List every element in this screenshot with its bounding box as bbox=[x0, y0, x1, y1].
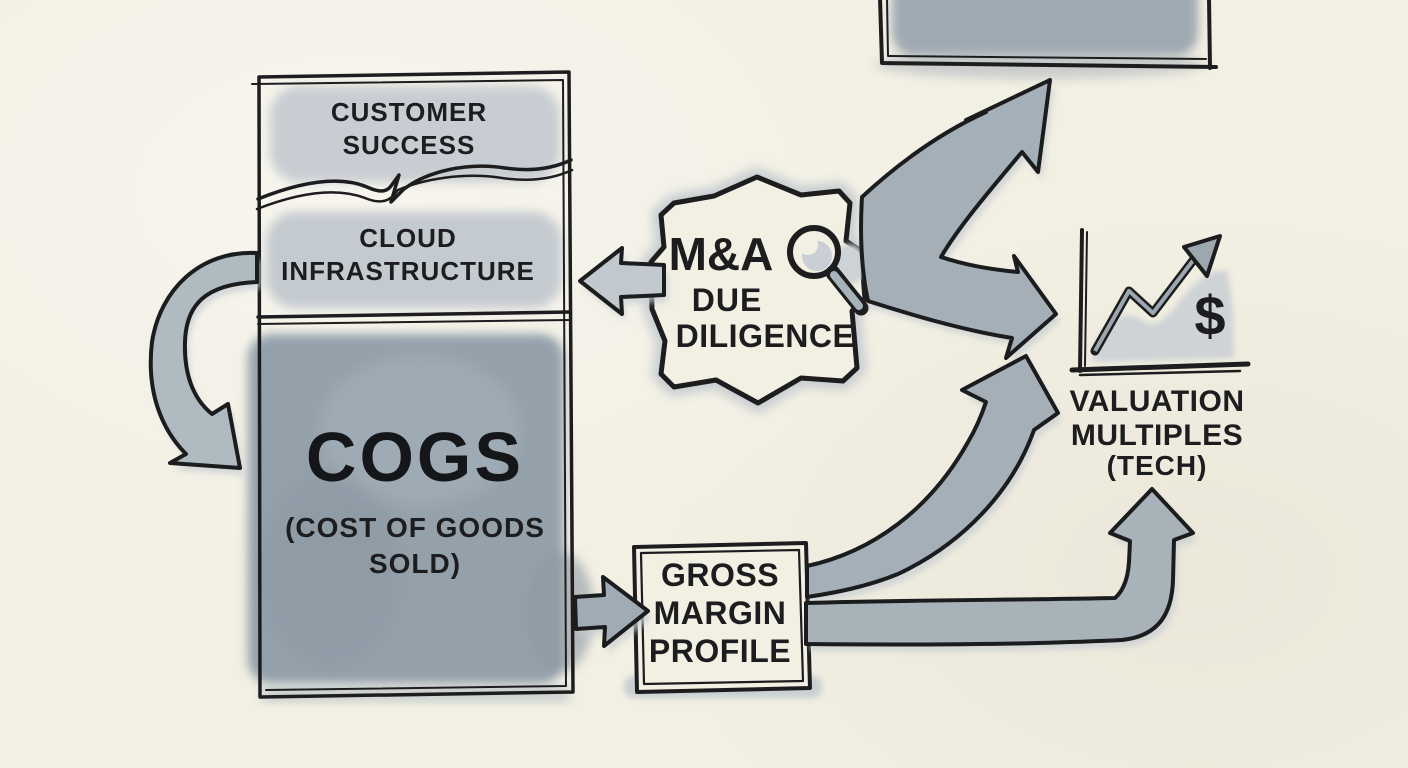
chart-x-axis bbox=[1069, 361, 1251, 373]
trend-line bbox=[1093, 248, 1203, 352]
gross-margin-outline-sketch bbox=[639, 548, 805, 686]
gross-margin-box bbox=[624, 541, 822, 698]
arrow-cloud-to-cogs bbox=[148, 250, 259, 470]
straight-divider-sketch bbox=[257, 319, 571, 325]
valuation-tech-sublabel: (TECH) bbox=[1106, 450, 1208, 481]
ma-badge-line1: DUE bbox=[691, 282, 763, 318]
chart-y-axis bbox=[1078, 228, 1084, 373]
wavy-divider bbox=[256, 158, 573, 204]
cloud-infrastructure-fill bbox=[266, 212, 562, 308]
cogs-title: COGS bbox=[305, 418, 525, 496]
straight-divider bbox=[256, 310, 572, 319]
magnifier-lens-glint bbox=[798, 235, 818, 255]
gross-margin-label: GROSS MARGIN PROFILE bbox=[648, 557, 792, 669]
upward-trend-chart-icon bbox=[1069, 228, 1251, 377]
wavy-divider-sketch bbox=[255, 168, 574, 211]
chart-y-axis-sketch bbox=[1084, 231, 1088, 367]
chart-x-axis-sketch bbox=[1078, 369, 1242, 377]
gross-margin-outline bbox=[632, 541, 812, 694]
offscreen-box-border bbox=[878, 0, 1218, 69]
cloud-infrastructure-label: CLOUD INFRASTRUCTURE bbox=[281, 223, 535, 286]
trend-arrowhead bbox=[1182, 234, 1222, 278]
segment-box-outline bbox=[257, 70, 575, 699]
ma-badge bbox=[641, 167, 875, 414]
cogs-fill-dark-patch bbox=[260, 475, 400, 665]
dollar-symbol: $ bbox=[1194, 284, 1226, 347]
customer-success-fill bbox=[270, 86, 560, 182]
customer-success-label: CUSTOMER SUCCESS bbox=[330, 97, 488, 160]
chart-watercolor-area bbox=[1092, 270, 1234, 362]
segment-box-border bbox=[251, 70, 575, 699]
valuation-multiples-label: VALUATION MULTIPLES bbox=[1069, 385, 1245, 452]
segment-box-outline-sketch bbox=[251, 79, 567, 691]
magnifying-glass-icon bbox=[787, 225, 869, 316]
cogs-fill-highlight bbox=[320, 355, 520, 505]
ma-badge-line2: DILIGENCE bbox=[675, 318, 855, 354]
offscreen-box-border-right bbox=[1207, 0, 1212, 70]
offscreen-box-fill bbox=[892, 0, 1198, 56]
magnifier-handle bbox=[830, 271, 863, 310]
segment-box-fills bbox=[248, 86, 594, 702]
cogs-subtitle: (COST OF GOODS SOLD) bbox=[285, 512, 545, 580]
offscreen-box-border-inner bbox=[886, 0, 1207, 60]
arrow-ma-fork-to-topbox-and-valuation bbox=[859, 78, 1058, 360]
offscreen-box bbox=[875, 0, 1218, 79]
cogs-bleed bbox=[526, 552, 594, 672]
ma-badge-title: M&A bbox=[668, 228, 774, 280]
